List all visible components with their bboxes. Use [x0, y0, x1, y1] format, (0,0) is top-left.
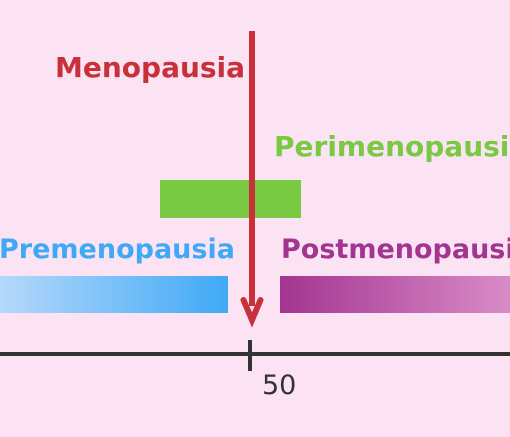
menopausia-label: Menopausia — [55, 51, 246, 84]
timeline-axis — [0, 352, 510, 356]
premenopausia-bar — [0, 276, 228, 313]
perimenopausia-label: Perimenopausia — [274, 130, 510, 163]
postmenopausia-label: Postmenopausia — [281, 234, 510, 265]
postmenopausia-bar — [280, 276, 510, 313]
timeline-tick-label: 50 — [262, 370, 297, 401]
timeline-tick-50 — [248, 340, 252, 371]
premenopausia-label: Premenopausia — [0, 234, 235, 265]
perimenopausia-bar — [160, 180, 301, 218]
